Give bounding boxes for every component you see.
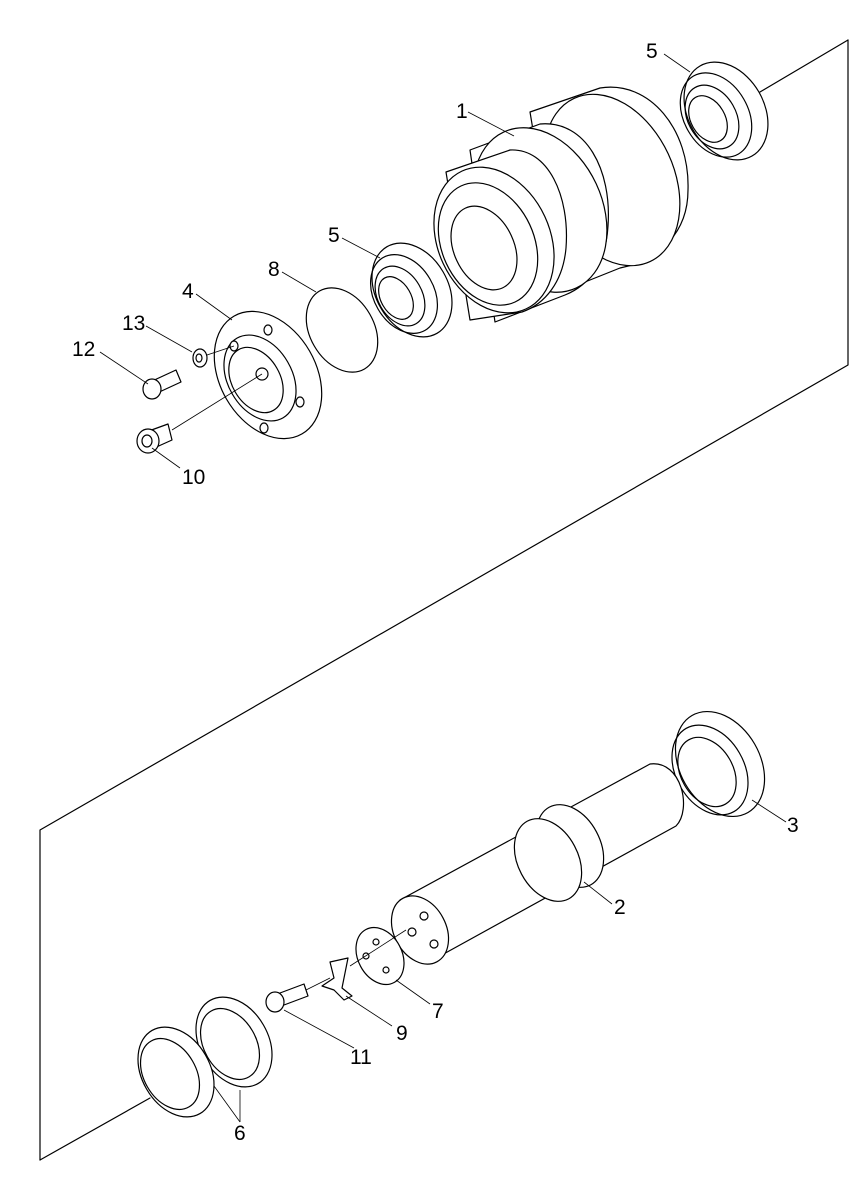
part-lock-bracket — [321, 957, 353, 1001]
callout-13: 13 — [122, 312, 145, 335]
assembly-lines-upper — [171, 345, 263, 431]
callout-labels: 1 2 3 4 5 5 6 7 8 9 10 11 12 13 — [72, 40, 799, 1145]
callout-12: 12 — [72, 338, 95, 361]
callout-3: 3 — [787, 814, 799, 837]
callout-8: 8 — [268, 258, 280, 281]
callout-2: 2 — [614, 896, 626, 919]
callout-10: 10 — [182, 466, 205, 489]
part-bearing-top — [679, 61, 769, 161]
part-shaft — [390, 763, 684, 965]
part-o-ring — [305, 287, 379, 373]
callout-4: 4 — [182, 280, 194, 303]
part-plate — [355, 926, 405, 986]
part-washer — [192, 348, 208, 368]
callout-7: 7 — [432, 1000, 444, 1023]
part-seal-pair — [137, 996, 273, 1118]
frame-outline — [39, 39, 849, 1161]
part-bearing-middle — [369, 242, 453, 338]
leader-lines — [99, 53, 787, 1123]
callout-1: 1 — [456, 100, 468, 123]
callout-9: 9 — [396, 1022, 408, 1045]
part-plug — [136, 423, 173, 454]
part-bolt-top — [142, 369, 182, 400]
part-bolt-bottom — [265, 983, 309, 1013]
part-roller-body — [433, 86, 689, 323]
callout-5-middle: 5 — [328, 224, 340, 247]
callout-6: 6 — [234, 1122, 246, 1145]
callout-5-top: 5 — [646, 40, 658, 63]
assembly-lines-lower — [305, 929, 407, 991]
callout-11: 11 — [350, 1046, 372, 1069]
